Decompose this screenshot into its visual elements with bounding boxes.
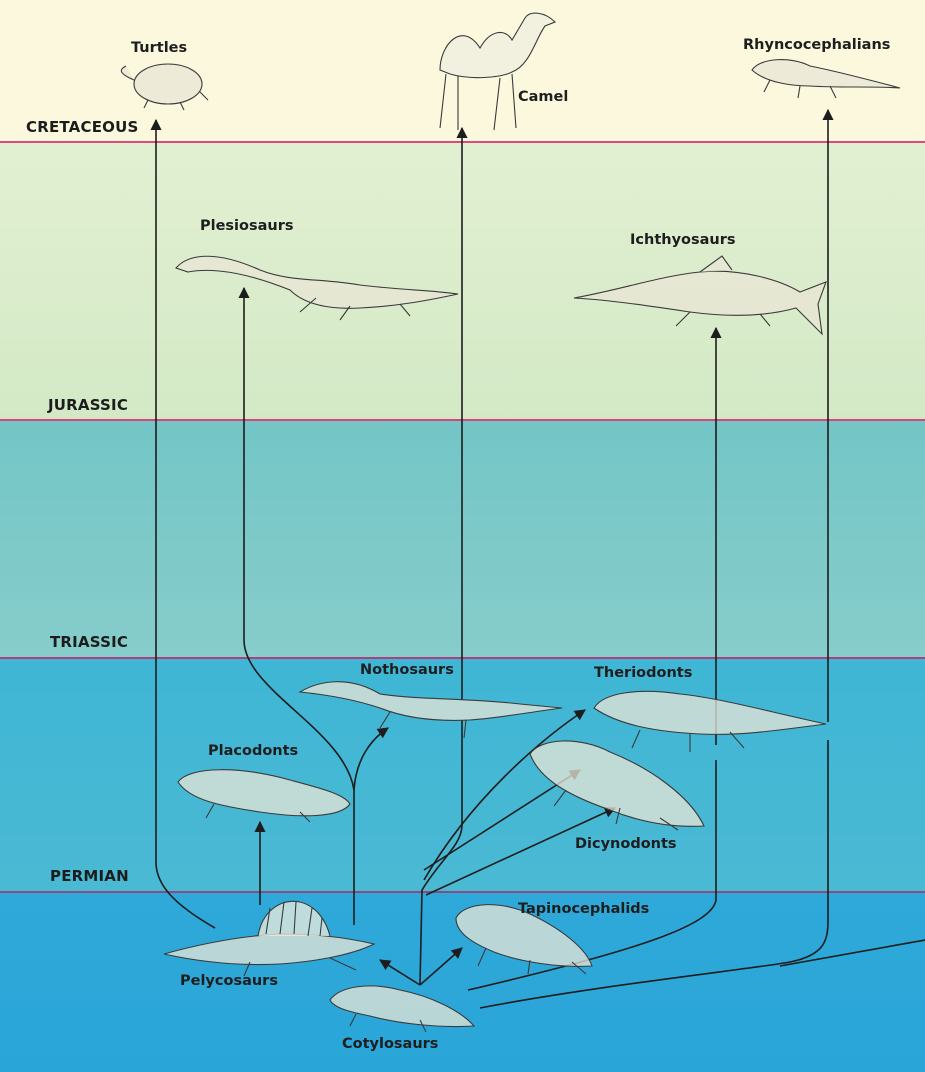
- arrow-to-turtles: [156, 120, 215, 928]
- plesiosaur-sketch: [176, 256, 458, 320]
- pelycosaur-sketch: [164, 901, 374, 976]
- period-label-jurassic: JURASSIC: [48, 396, 128, 414]
- label-tapinocephalids: Tapinocephalids: [518, 901, 649, 917]
- period-label-permian: PERMIAN: [50, 867, 129, 885]
- label-placodonts: Placodonts: [208, 743, 298, 759]
- placodont-sketch: [178, 770, 350, 822]
- ichthyosaur-sketch: [574, 256, 826, 334]
- label-ichthyosaurs: Ichthyosaurs: [630, 232, 736, 248]
- label-dicynodonts: Dicynodonts: [575, 836, 677, 852]
- camel-sketch: [440, 13, 555, 130]
- arrow-to-nothosaurs: [354, 728, 388, 790]
- arrow-to-pelycosaurs: [380, 960, 420, 985]
- arrow-to-plesiosaurs: [244, 288, 354, 790]
- theriodont-sketch: [594, 691, 826, 752]
- line-right-edge: [780, 940, 925, 966]
- label-rhyncocephalians: Rhyncocephalians: [743, 37, 890, 53]
- cotylosaur-sketch: [330, 986, 474, 1032]
- stem-main-branch: [420, 890, 422, 985]
- arrow-to-camel: [422, 128, 462, 890]
- rhyncocephalian-sketch: [752, 60, 900, 98]
- label-pelycosaurs: Pelycosaurs: [180, 973, 278, 989]
- label-turtles: Turtles: [131, 40, 187, 56]
- nothosaur-sketch: [300, 682, 562, 738]
- period-label-triassic: TRIASSIC: [50, 633, 128, 651]
- turtle-sketch: [121, 64, 208, 110]
- arrow-to-ichthyosaurs: [468, 328, 716, 990]
- label-plesiosaurs: Plesiosaurs: [200, 218, 294, 234]
- label-theriodonts: Theriodonts: [594, 665, 692, 681]
- label-camel: Camel: [518, 89, 568, 105]
- label-nothosaurs: Nothosaurs: [360, 662, 454, 678]
- label-cotylosaurs: Cotylosaurs: [342, 1036, 438, 1052]
- period-label-cretaceous: CRETACEOUS: [26, 118, 138, 136]
- arrow-to-tapinocephalids: [420, 948, 462, 985]
